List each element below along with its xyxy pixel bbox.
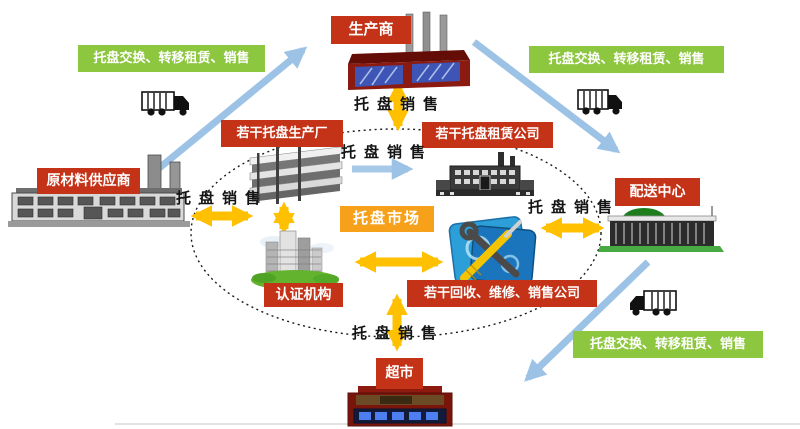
leasing-company-building-icon [436,152,534,196]
certification-skyscraper-icon [251,230,339,290]
truck-top-right-icon [577,89,622,115]
truck-top-left-icon [141,91,189,116]
arrow-distribution-to-supermarket-icon [524,259,651,382]
edge-label-exchange-top-right: 托盘交换、转移租赁、销售 [529,46,724,73]
node-pallet-plants: 若干托盘生产厂 [221,120,343,147]
truck-bottom-right-icon [630,290,677,316]
pallet-plant-building-icon [249,141,343,204]
repair-tools-icon [448,216,537,285]
arrow-producer-to-distribution-icon [471,39,621,154]
node-pallet-market: 托盘市场 [340,206,434,232]
edge-label-exchange-top-left: 托盘交换、转移租赁、销售 [78,45,265,72]
node-certification: 认证机构 [264,283,343,307]
node-producer: 生产商 [331,16,411,44]
flow-pallet-sale-center: 托盘销售 [341,143,434,161]
distribution-warehouse-icon [598,206,724,252]
flow-pallet-sale-bottom: 托盘销售 [352,324,445,342]
arrow-supplier-to-producer-icon [149,46,308,177]
supermarket-store-icon [347,386,453,427]
raw-material-factory-icon [8,154,190,227]
node-raw-material-supplier: 原材料供应商 [37,168,140,194]
flow-pallet-sale-left: 托盘销售 [176,189,269,207]
node-supermarket: 超市 [376,358,423,389]
flow-pallet-sale-top: 托盘销售 [354,95,447,113]
edge-label-exchange-bottom-right: 托盘交换、转移租赁、销售 [573,331,763,358]
producer-factory-icon [348,11,470,90]
flow-pallet-sale-right: 托盘销售 [528,198,621,216]
node-distribution-center: 配送中心 [615,178,700,206]
node-pallet-leasing: 若干托盘租赁公司 [422,122,553,148]
node-recycle-repair-sales: 若干回收、维修、销售公司 [407,280,597,307]
